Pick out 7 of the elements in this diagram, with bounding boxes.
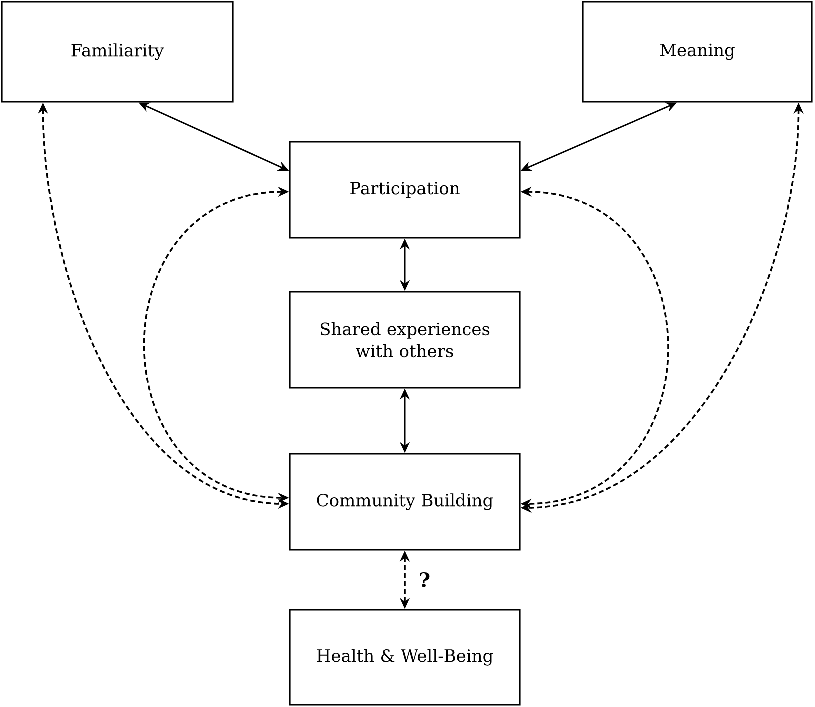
concept-box: Community Building <box>289 453 521 551</box>
concept-box: Meaning <box>582 1 813 103</box>
concept-box: Shared experiences with others <box>289 291 521 389</box>
concept-box: Familiarity <box>1 1 234 103</box>
edge-label: ? <box>420 572 430 588</box>
concept-box: Health & Well-Being <box>289 609 521 706</box>
concept-box: Participation <box>289 141 521 239</box>
